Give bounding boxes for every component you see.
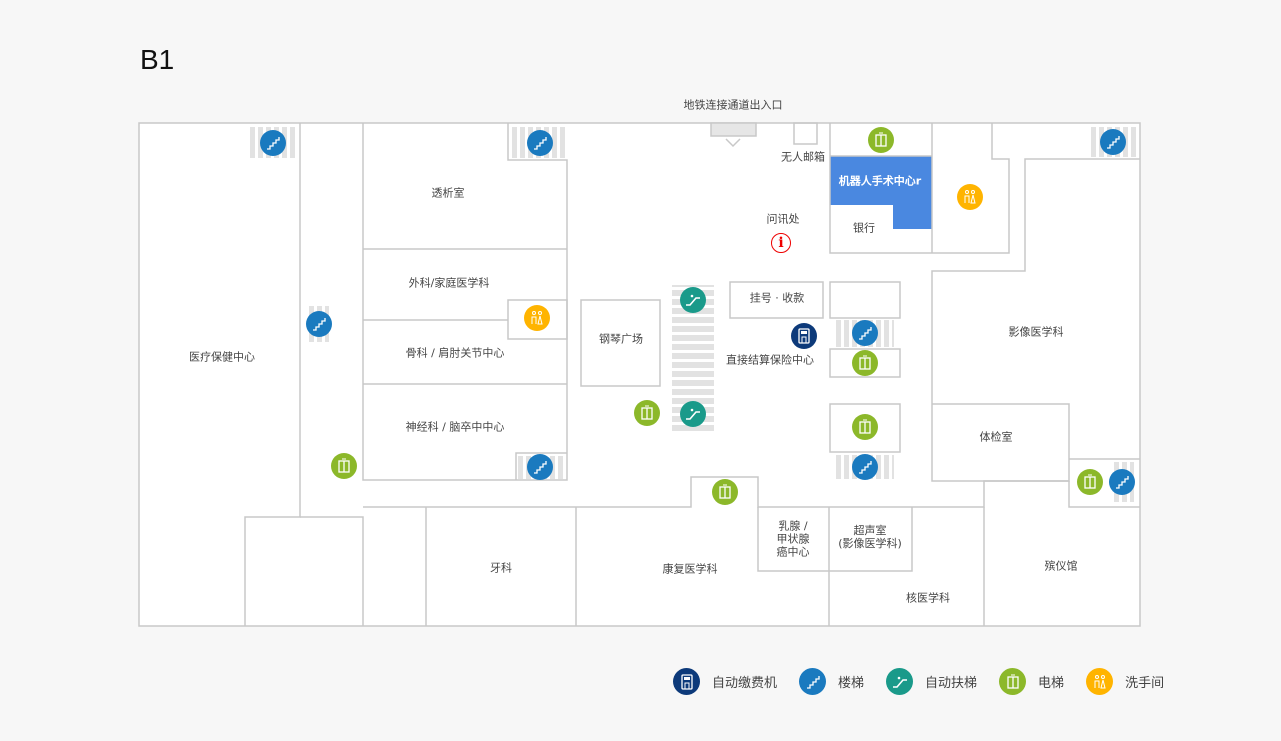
- room-bank: 银行: [853, 221, 875, 235]
- room-registration: 挂号 · 收款: [749, 291, 805, 305]
- floor-title: B1: [140, 44, 175, 75]
- legend-item-restroom: 洗手间: [1086, 668, 1164, 695]
- room-funeral-hall: 殡仪馆: [1044, 559, 1078, 573]
- elevator-icon[interactable]: [331, 453, 357, 479]
- room-insurance-center: 直接结算保险中心: [726, 353, 814, 367]
- stairs-icon[interactable]: [260, 130, 286, 156]
- room-orthopedics: 骨科 / 肩肘关节中心: [405, 346, 505, 360]
- room-mailbox: 无人邮箱: [781, 150, 825, 164]
- info-icon: i: [771, 233, 791, 253]
- kiosk-icon[interactable]: [791, 323, 817, 349]
- elevator-icon[interactable]: [852, 414, 878, 440]
- room-ultrasound: 超声室 (影像医学科): [838, 524, 902, 550]
- stairs-icon: [799, 668, 827, 695]
- room-checkup: 体检室: [979, 430, 1013, 444]
- legend-label: 楼梯: [838, 676, 865, 691]
- legend-item-stairs: 楼梯: [799, 668, 864, 695]
- room-imaging: 影像医学科: [1008, 325, 1064, 339]
- room-health-center: 医疗保健中心: [189, 350, 255, 364]
- room-robot-surgery[interactable]: 机器人手术中心r: [838, 174, 922, 188]
- legend-label: 自动缴费机: [712, 676, 778, 691]
- restroom-icon[interactable]: [957, 184, 983, 210]
- elevator-icon[interactable]: [712, 479, 738, 505]
- elevator-icon[interactable]: [1077, 469, 1103, 495]
- legend-label: 电梯: [1038, 676, 1065, 691]
- room-dental: 牙科: [490, 561, 512, 575]
- room-surgery: 外科/家庭医学科: [408, 276, 490, 290]
- legend-item-elevator: 电梯: [999, 668, 1064, 695]
- room-piano-plaza: 钢琴广场: [599, 332, 643, 346]
- room-nuclear-medicine: 核医学科: [906, 591, 950, 605]
- elevator-icon: [999, 668, 1027, 695]
- stairs-icon[interactable]: [1109, 469, 1135, 495]
- legend-label: 自动扶梯: [925, 676, 978, 691]
- room-neurology: 神经科 / 脑卒中中心: [405, 420, 505, 434]
- restroom-icon[interactable]: [524, 305, 550, 331]
- elevator-icon[interactable]: [852, 350, 878, 376]
- stairs-icon[interactable]: [527, 130, 553, 156]
- room-breast-thyroid: 乳腺 / 甲状腺 癌中心: [776, 519, 810, 559]
- legend-item-escalator: 自动扶梯: [886, 668, 977, 695]
- room-dialysis: 透析室: [431, 186, 465, 200]
- escalator-icon: [886, 668, 914, 695]
- escalator-icon[interactable]: [680, 287, 706, 313]
- restroom-icon: [1086, 668, 1114, 695]
- legend: 自动缴费机 楼梯 自动扶梯 电梯 洗手间: [673, 668, 1186, 695]
- robot-surgery-highlight: [830, 156, 932, 229]
- elevator-icon[interactable]: [634, 400, 660, 426]
- stairs-icon[interactable]: [527, 454, 553, 480]
- kiosk-icon: [673, 668, 700, 695]
- escalator-icon[interactable]: [680, 401, 706, 427]
- subway-entrance-label: 地铁连接通道出入口: [683, 98, 783, 112]
- room-rehab: 康复医学科: [662, 562, 718, 576]
- info-desk-label: 问讯处: [766, 212, 800, 226]
- legend-label: 洗手间: [1125, 676, 1165, 691]
- elevator-icon[interactable]: [868, 127, 894, 153]
- legend-item-kiosk: 自动缴费机: [673, 668, 777, 695]
- stairs-icon[interactable]: [852, 454, 878, 480]
- stairs-icon[interactable]: [306, 311, 332, 337]
- stairs-icon[interactable]: [852, 320, 878, 346]
- stairs-icon[interactable]: [1100, 129, 1126, 155]
